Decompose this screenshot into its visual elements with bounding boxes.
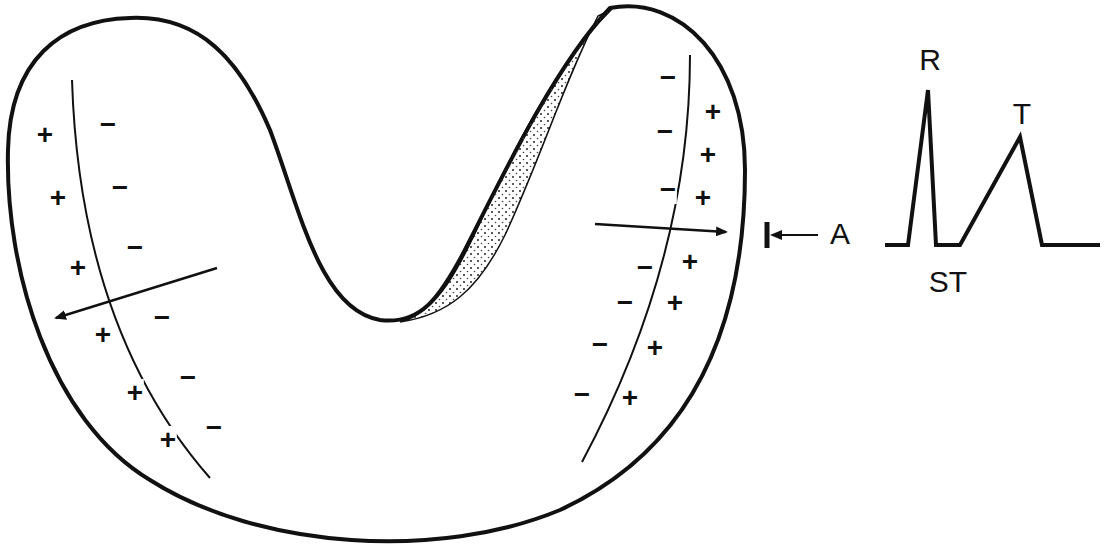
charge-sign: +: [704, 98, 722, 126]
charge-sign: −: [111, 174, 129, 202]
charge-sign: +: [94, 321, 112, 349]
leader-arrow: [772, 234, 818, 236]
charge-sign: +: [159, 426, 177, 454]
electrode-symbol: [765, 222, 770, 248]
vector-arrow: [595, 224, 726, 232]
wave-label: R: [919, 45, 941, 75]
ecg-waveform: [885, 90, 1100, 245]
charge-sign: +: [621, 384, 639, 412]
charge-sign: −: [616, 289, 634, 317]
charge-sign: −: [573, 381, 591, 409]
charge-sign: +: [126, 379, 144, 407]
depolarization-front: [72, 80, 210, 478]
charge-sign: −: [659, 64, 677, 92]
ischemic-zone: [400, 9, 612, 322]
charge-sign: −: [591, 331, 609, 359]
charge-sign: +: [69, 254, 87, 282]
charge-sign: +: [36, 121, 54, 149]
charge-sign: +: [699, 141, 717, 169]
charge-sign: −: [126, 234, 144, 262]
charge-sign: −: [636, 254, 654, 282]
charge-sign: −: [656, 118, 674, 146]
charge-sign: +: [681, 248, 699, 276]
depolarization-front: [582, 55, 690, 462]
wave-label: ST: [929, 267, 967, 297]
wave-label: A: [830, 219, 850, 249]
charge-sign: −: [179, 364, 197, 392]
charge-sign: +: [49, 184, 67, 212]
charge-sign: −: [659, 176, 677, 204]
charge-sign: −: [99, 111, 117, 139]
charge-sign: +: [646, 334, 664, 362]
charge-sign: −: [205, 414, 223, 442]
charge-sign: +: [694, 184, 712, 212]
ventricle-outline: [8, 6, 745, 541]
charge-sign: +: [666, 289, 684, 317]
charge-sign: −: [153, 304, 171, 332]
wave-label: T: [1013, 99, 1031, 129]
